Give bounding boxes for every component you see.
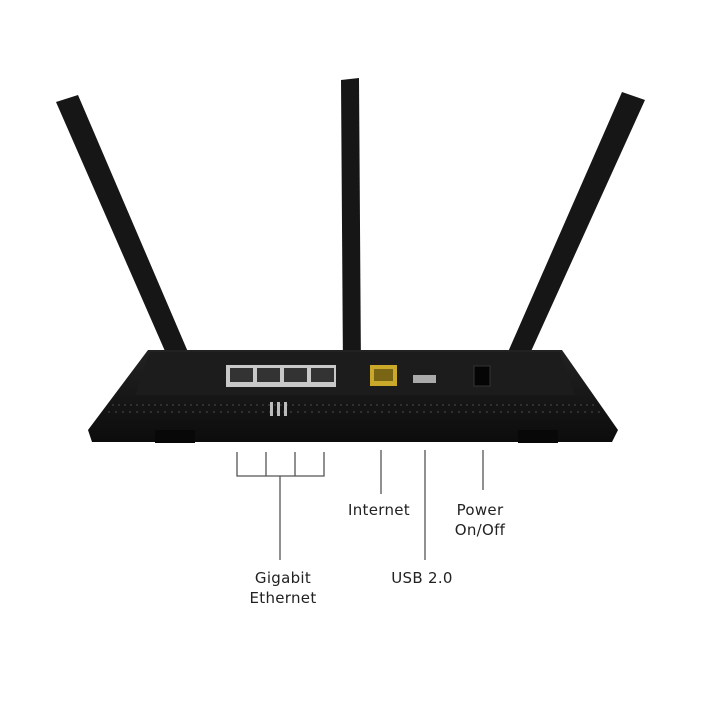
internet-label: Internet	[348, 501, 410, 519]
internet-port	[370, 365, 397, 386]
ethernet-label-line1: Gigabit	[254, 569, 312, 587]
right-antenna	[508, 92, 645, 358]
led-indicators	[270, 402, 287, 416]
usb-label: USB 2.0	[391, 569, 453, 587]
center-antenna	[341, 78, 361, 372]
right-foot	[518, 430, 558, 443]
vent-grille	[108, 404, 602, 413]
left-foot	[155, 430, 195, 443]
power-button	[473, 365, 491, 387]
usb-port	[413, 375, 436, 383]
power-label-line2: On/Off	[454, 521, 506, 539]
ethernet-label-line2: Ethernet	[249, 589, 317, 607]
ethernet-ports	[226, 365, 336, 387]
power-label: Power On/Off	[440, 500, 520, 540]
callout-lines	[236, 450, 484, 560]
router-face	[135, 352, 575, 395]
power-label-line1: Power	[456, 501, 504, 519]
left-antenna	[56, 95, 188, 358]
ethernet-label: Gigabit Ethernet	[236, 568, 330, 608]
